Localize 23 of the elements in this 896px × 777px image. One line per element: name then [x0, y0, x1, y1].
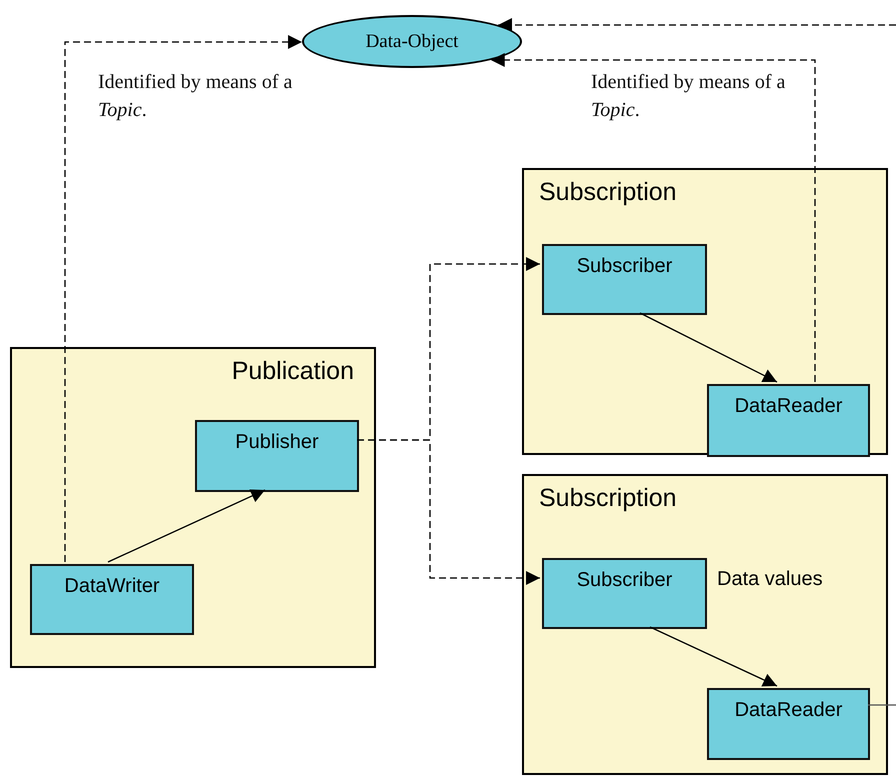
dashed-arrow	[64, 35, 302, 562]
dashed-arrow	[490, 53, 816, 382]
arrow	[108, 489, 266, 563]
note-text: Identified by means of a Topic.	[591, 70, 786, 123]
container-title: Publication	[232, 357, 354, 386]
dashed-arrow	[498, 18, 896, 32]
process-box: DataReader	[707, 688, 870, 760]
dashed-arrow	[357, 439, 540, 585]
container-title: Subscription	[539, 178, 677, 207]
process-box: DataReader	[707, 384, 870, 457]
entity-ellipse: Data-Object	[302, 15, 522, 68]
arrow	[650, 626, 778, 687]
container-title: Subscription	[539, 484, 677, 513]
container-box	[522, 168, 888, 455]
container-box	[10, 347, 376, 668]
arrow	[640, 312, 778, 383]
annotation-text: Data values	[717, 568, 823, 591]
process-box: Subscriber	[542, 244, 707, 315]
process-box: Publisher	[195, 420, 359, 492]
process-box: DataWriter	[30, 564, 194, 635]
process-box: Subscriber	[542, 558, 707, 629]
note-text: Identified by means of a Topic.	[98, 70, 294, 123]
container-box	[522, 474, 888, 775]
